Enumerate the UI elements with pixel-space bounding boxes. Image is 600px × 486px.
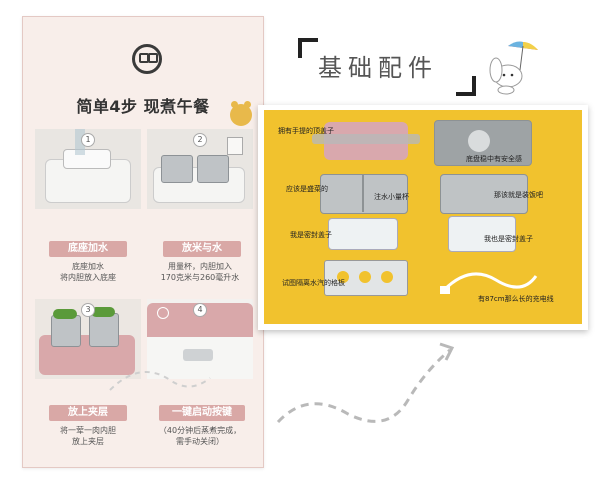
- part-label-2: 底盘稳中有安全感: [466, 155, 522, 163]
- step-1-desc: 底座加水 将内胆放入底座: [35, 261, 141, 283]
- step-3-photo: 3: [35, 299, 141, 379]
- instruction-card: 简单4步 现煮午餐 1 底座加水 底座加水 将内胆放入底座 2 放米与水 用量杯…: [22, 16, 264, 468]
- step-1-number: 1: [81, 133, 95, 147]
- step-3-desc: 将一荤一肉内胆 放上夹层: [35, 425, 141, 447]
- part-label-3: 应该是盛菜的: [286, 185, 328, 193]
- step-1-desc-line-2: 将内胆放入底座: [60, 273, 116, 282]
- charging-cable-shape: [440, 272, 538, 294]
- step-4-desc-line-1: （40分钟后蒸煮完成，: [158, 426, 242, 435]
- part-label-9: 有87cm那么长的充电线: [478, 295, 554, 303]
- seal-lid-1-shape: [328, 218, 398, 250]
- seal-lid-2-shape: [448, 216, 516, 252]
- step-3-desc-line-2: 放上夹层: [72, 437, 104, 446]
- dashed-loop-decoration: [109, 371, 211, 391]
- step-1-photo: 1: [35, 129, 141, 209]
- steam-plate-shape: [324, 260, 408, 296]
- bunny-umbrella-icon: [489, 41, 538, 95]
- step-3-number: 3: [81, 303, 95, 317]
- step-2-desc-line-2: 170克米与260毫升水: [160, 273, 240, 282]
- part-label-7: 我也是密封盖子: [484, 235, 533, 243]
- title-bracket-left: [298, 38, 318, 58]
- step-2-photo: 2: [147, 129, 253, 209]
- part-label-6: 我是密封盖子: [290, 231, 332, 239]
- part-label-8: 试图隔离水汽的格板: [282, 279, 345, 287]
- accessories-photo: 拥有手提的顶盖子 底盘稳中有安全感 应该是盛菜的 注水小量杯 那该就是装饭吧 我…: [264, 110, 582, 324]
- step-3-label: 放上夹层: [49, 405, 127, 421]
- brand-logo-icon: [132, 44, 162, 74]
- part-label-5: 那该就是装饭吧: [494, 191, 543, 199]
- step-4-label: 一键启动按键: [159, 405, 245, 421]
- bear-icon: [230, 101, 252, 126]
- step-4-desc-line-2: 需手动关闭）: [176, 437, 224, 446]
- card-title: 简单4步 现煮午餐: [76, 97, 210, 116]
- part-label-4: 注水小量杯: [374, 193, 409, 201]
- double-tray-shape: [320, 174, 408, 214]
- step-2-desc: 用量杯，内胆加入 170克米与260毫升水: [143, 261, 257, 283]
- dashed-arrow-decoration: [276, 342, 455, 424]
- step-4-desc: （40分钟后蒸煮完成， 需手动关闭）: [143, 425, 257, 447]
- step-2-label: 放米与水: [163, 241, 241, 257]
- section-title: 基础配件: [318, 54, 438, 82]
- part-label-1: 拥有手提的顶盖子: [278, 127, 334, 135]
- step-2-number: 2: [193, 133, 207, 147]
- step-1-label: 底座加水: [49, 241, 127, 257]
- rice-tray-shape: [440, 174, 528, 214]
- step-3-desc-line-1: 将一荤一肉内胆: [60, 426, 116, 435]
- step-1-desc-line-1: 底座加水: [72, 262, 104, 271]
- step-2-desc-line-1: 用量杯，内胆加入: [168, 262, 232, 271]
- title-bracket-right: [456, 76, 476, 96]
- step-4-number: 4: [193, 303, 207, 317]
- step-4-photo: 4: [147, 299, 253, 379]
